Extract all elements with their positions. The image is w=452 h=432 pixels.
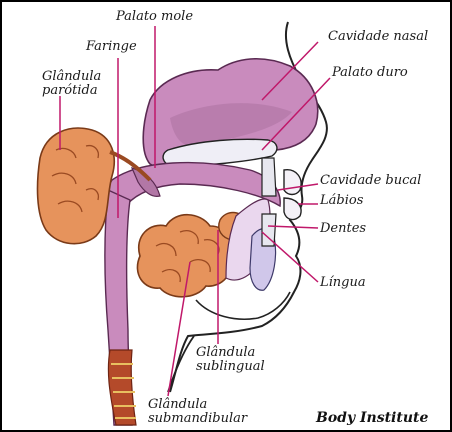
label-glandula-sublingual-line2: sublingual bbox=[196, 360, 265, 374]
label-lingua: Língua bbox=[320, 276, 366, 290]
label-glandula-submandibular-line1: Glândula bbox=[148, 398, 207, 412]
upper-teeth-shape bbox=[262, 158, 276, 196]
lower-teeth-shape bbox=[262, 214, 276, 246]
esophagus-shape bbox=[108, 350, 136, 425]
credit-body-institute: Body Institute bbox=[316, 410, 428, 426]
label-labios: Lábios bbox=[320, 194, 363, 208]
upper-lip-shape bbox=[284, 170, 301, 195]
label-glandula-parotida-line1: Glândula bbox=[42, 70, 101, 84]
label-palato-mole: Palato mole bbox=[116, 10, 193, 24]
jaw-outline bbox=[196, 292, 290, 319]
label-dentes: Dentes bbox=[320, 222, 366, 236]
label-glandula-parotida-line2: parótida bbox=[42, 84, 98, 98]
label-glandula-submandibular-line2: submandibular bbox=[148, 412, 247, 426]
lower-lip-shape bbox=[284, 198, 301, 219]
label-faringe: Faringe bbox=[86, 40, 137, 54]
parotid-gland-shape bbox=[38, 128, 115, 244]
label-cavidade-nasal: Cavidade nasal bbox=[328, 30, 428, 44]
label-cavidade-bucal: Cavidade bucal bbox=[320, 174, 421, 188]
label-glandula-sublingual-line1: Glândula bbox=[196, 346, 255, 360]
label-palato-duro: Palato duro bbox=[332, 66, 408, 80]
